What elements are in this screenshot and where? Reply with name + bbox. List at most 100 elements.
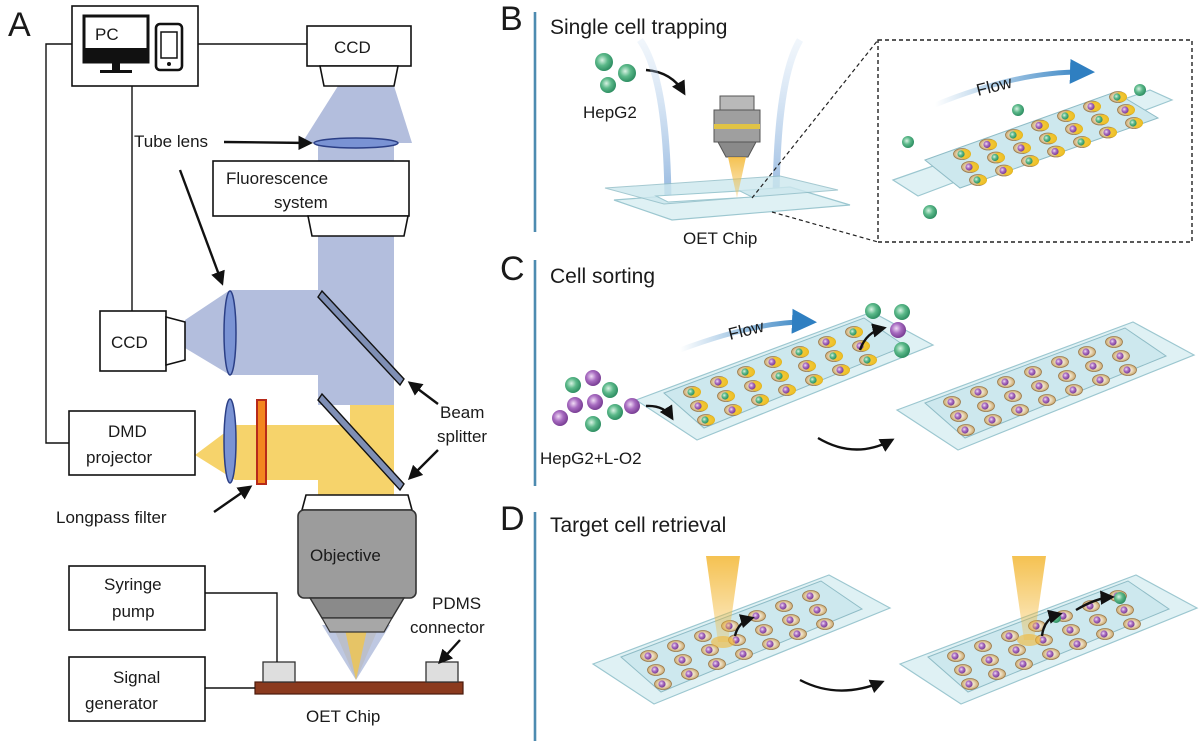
trapped-cell <box>1120 606 1128 614</box>
blue-light-path <box>302 86 412 143</box>
trapped-cell <box>973 176 981 184</box>
longpass-label: Longpass filter <box>56 508 167 527</box>
trapped-cell <box>951 652 959 660</box>
trapped-cell <box>768 358 776 366</box>
trapped-cell <box>849 328 857 336</box>
trapped-cell <box>957 150 965 158</box>
trapped-cell <box>820 620 828 628</box>
blue-side-beam <box>185 290 340 375</box>
trapped-cell <box>1009 131 1017 139</box>
trapped-cell <box>1069 386 1077 394</box>
c-trap-array-left <box>683 326 877 426</box>
fluorescence-mount <box>307 215 409 237</box>
trapped-cell <box>701 416 709 424</box>
hepg2-cell <box>595 53 613 71</box>
panel-b-title: Single cell trapping <box>550 16 727 39</box>
panel-letter-a: A <box>8 6 31 44</box>
trapped-cell <box>795 348 803 356</box>
trapped-cell <box>775 372 783 380</box>
c-flow-label: Flow <box>726 317 766 344</box>
trapped-cell <box>752 612 760 620</box>
trapped-cell <box>1123 366 1131 374</box>
trapped-cell <box>992 670 1000 678</box>
trapped-cell <box>1087 102 1095 111</box>
trapped-cell <box>991 153 999 162</box>
c-flow-arrow <box>679 308 817 353</box>
trapped-cell <box>644 652 652 660</box>
trapped-cell <box>782 386 790 394</box>
tube-lens-label: Tube lens <box>134 132 208 151</box>
trapped-cell <box>1017 144 1025 152</box>
trapped-cell <box>1042 396 1050 404</box>
trapped-cell <box>1005 632 1013 640</box>
trapped-cell <box>1001 378 1009 386</box>
trapped-cell <box>1077 138 1085 146</box>
tube-lens-arrow-top <box>223 135 313 151</box>
pc-label: PC <box>95 25 119 44</box>
dmd-label-2: projector <box>86 448 152 467</box>
c-outflow-cells <box>865 303 910 358</box>
d-light-cone-right <box>1012 556 1046 640</box>
beam-splitter-label-1: Beam <box>440 403 484 422</box>
trapped-cell <box>836 366 844 374</box>
b-flow-arrow <box>934 58 1095 108</box>
trapped-cell <box>1103 128 1111 137</box>
c-trap-array-right <box>943 336 1137 436</box>
hepg2-label: HepG2 <box>583 103 637 122</box>
b-light-cone <box>728 157 746 198</box>
pdms-label-2: connector <box>410 618 485 637</box>
trapped-cell <box>988 416 996 424</box>
ccd-side-box <box>99 310 167 372</box>
trapped-cell <box>1116 352 1124 360</box>
trapped-cell <box>712 660 720 668</box>
trapped-cell <box>793 630 801 638</box>
trapped-cell <box>829 352 837 360</box>
b-chip-label: OET Chip <box>683 229 757 248</box>
trapped-cell <box>1025 157 1033 165</box>
pdms-arrow <box>438 639 461 665</box>
trapped-cell <box>1093 616 1101 624</box>
yellow-light-path <box>195 400 394 495</box>
c-inflow-arrow <box>645 404 674 421</box>
b-trap-array <box>953 91 1143 186</box>
trapped-cell <box>698 632 706 640</box>
ccd-top-mount <box>319 65 399 87</box>
b-flow-label: Flow <box>974 73 1014 100</box>
trapped-cell <box>1073 640 1081 648</box>
trapped-cell <box>1061 112 1069 120</box>
trapped-cell <box>1015 406 1023 414</box>
d-transition-arrow <box>799 678 885 694</box>
trapped-cell <box>741 368 749 376</box>
c-cell-mixture <box>552 370 640 432</box>
trapped-cell <box>961 426 969 434</box>
trapped-cell <box>786 616 794 624</box>
trapped-cell <box>947 398 955 406</box>
trapped-cell <box>748 382 756 390</box>
pdms-connector-left <box>262 661 296 683</box>
ccd-top-label: CCD <box>334 38 371 57</box>
trapped-cell <box>1043 134 1051 143</box>
trapped-cell <box>974 388 982 396</box>
trapped-cell <box>651 666 659 674</box>
trapped-cell <box>978 642 986 650</box>
trapped-cell <box>809 376 817 384</box>
ccd-side-mount <box>165 315 186 367</box>
syringe-label-1: Syringe <box>104 575 162 594</box>
panel-a: A PC CCD Tube lens Fluorescence system <box>8 5 487 726</box>
trapped-cell <box>739 650 747 658</box>
panel-c-title: Cell sorting <box>550 265 655 288</box>
trapped-cell <box>658 680 666 688</box>
trapped-cell <box>822 338 830 346</box>
d-light-cone-left <box>706 556 740 642</box>
fluorescence-label-1: Fluorescence <box>226 169 328 188</box>
panel-d: D Target cell retrieval <box>500 500 1199 705</box>
trapped-cell <box>1035 382 1043 390</box>
wire-pc-dmd <box>45 43 72 444</box>
panel-d-title: Target cell retrieval <box>550 514 726 537</box>
trapped-cell <box>999 166 1007 175</box>
blue-column-lower <box>318 375 394 405</box>
fluorescence-label-2: system <box>274 193 328 212</box>
beam-splitter-label-2: splitter <box>437 427 487 446</box>
trapped-cell <box>721 392 729 400</box>
wire-syringe-connector <box>205 592 278 662</box>
